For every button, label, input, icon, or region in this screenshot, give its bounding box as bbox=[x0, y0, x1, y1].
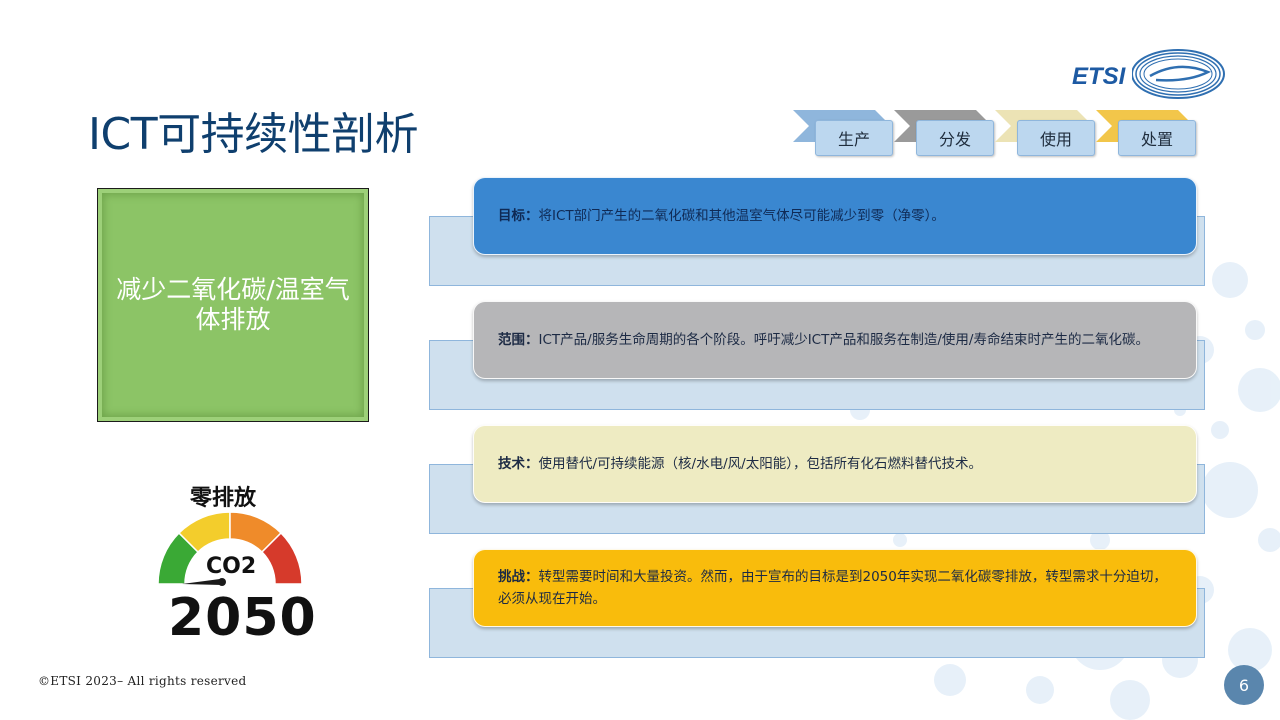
process-step-label: 使用 bbox=[1017, 120, 1095, 156]
emission-reduction-text: 减少二氧化碳/温室气体排放 bbox=[116, 275, 350, 334]
scope-card: 范围：ICT产品/服务生命周期的各个阶段。呼吁减少ICT产品和服务在制造/使用/… bbox=[473, 301, 1197, 379]
gauge-title: 零排放 bbox=[190, 486, 257, 511]
gauge-year: 2050 bbox=[168, 588, 317, 648]
page-title: ICT可持续性剖析 bbox=[88, 109, 419, 160]
page-number-badge: 6 bbox=[1224, 665, 1264, 705]
process-step-label: 生产 bbox=[815, 120, 893, 156]
process-step-distribution: 分发 bbox=[894, 108, 994, 156]
challenge-card: 挑战：转型需要时间和大量投资。然而，由于宣布的目标是到2050年实现二氧化碳零排… bbox=[473, 549, 1197, 627]
scope-text: 范围：ICT产品/服务生命周期的各个阶段。呼吁减少ICT产品和服务在制造/使用/… bbox=[498, 332, 1149, 348]
etsi-logo: ETSI bbox=[1068, 49, 1225, 99]
copyright-footer: ©ETSI 2023– All rights reserved bbox=[38, 674, 247, 688]
process-step-production: 生产 bbox=[793, 108, 893, 156]
technology-card: 技术：使用替代/可持续能源（核/水电/风/太阳能），包括所有化石燃料替代技术。 bbox=[473, 425, 1197, 503]
process-step-label: 分发 bbox=[916, 120, 994, 156]
co2-gauge-icon bbox=[157, 511, 303, 586]
goal-card: 目标：将ICT部门产生的二氧化碳和其他温室气体尽可能减少到零（净零）。 bbox=[473, 177, 1197, 255]
goal-text: 目标：将ICT部门产生的二氧化碳和其他温室气体尽可能减少到零（净零）。 bbox=[498, 208, 945, 224]
gauge-label: CO2 bbox=[206, 554, 257, 579]
technology-text: 技术：使用替代/可持续能源（核/水电/风/太阳能），包括所有化石燃料替代技术。 bbox=[498, 456, 982, 472]
emission-reduction-tile: 减少二氧化碳/温室气体排放 bbox=[97, 188, 369, 422]
process-step-label: 处置 bbox=[1118, 120, 1196, 156]
process-step-disposal: 处置 bbox=[1096, 108, 1196, 156]
svg-text:ETSI: ETSI bbox=[1072, 63, 1127, 90]
challenge-text: 挑战：转型需要时间和大量投资。然而，由于宣布的目标是到2050年实现二氧化碳零排… bbox=[498, 569, 1167, 607]
process-step-use: 使用 bbox=[995, 108, 1095, 156]
